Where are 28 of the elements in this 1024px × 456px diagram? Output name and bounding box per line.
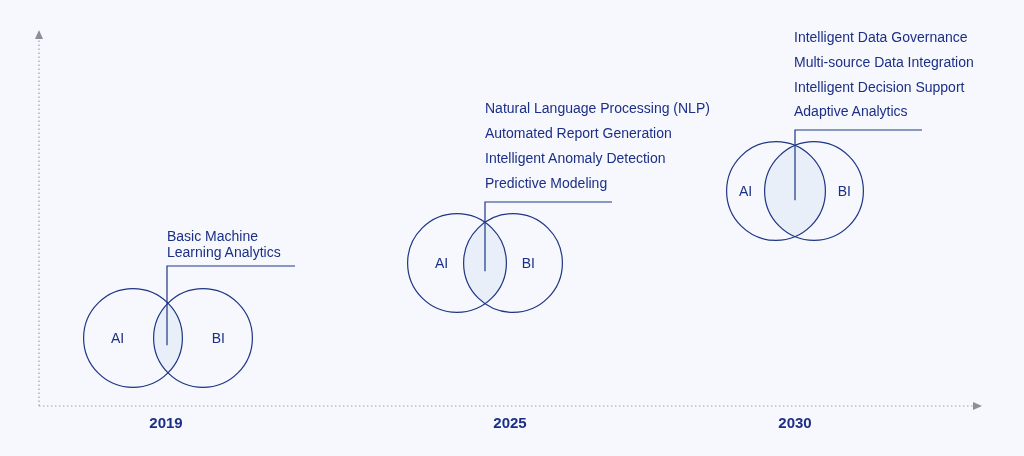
feature-label: Predictive Modeling [485,174,609,193]
circle-label: BI [521,255,535,271]
circle-label: BI [837,183,851,199]
overlap-region [764,144,826,238]
feature-label: Automated Report Generation [485,124,673,143]
overlap-region [463,221,507,305]
feature-label: Intelligent Decision Support [794,77,966,97]
circle-label: BI [211,330,225,346]
venn-circle [83,288,183,388]
feature-label: Intelligent Data Governance [794,28,969,48]
circle-label: AI [111,330,125,346]
venn-circle [764,141,864,241]
venn-circle [407,213,507,313]
circle-label: AI [435,255,449,271]
circle-label: AI [739,183,753,199]
venn-circle [726,141,826,241]
year-label: 2030 [778,414,812,431]
feature-label: Intelligent Anomaly Detection [485,149,667,168]
feature-label: Adaptive Analytics [794,102,909,122]
overlap-region [153,302,183,374]
feature-label: Basic Machine Learning Analytics [167,228,282,260]
year-label: 2025 [493,414,527,431]
feature-label: Natural Language Processing (NLP) [485,99,710,118]
venn-circle [463,213,563,313]
leader-line [794,129,923,201]
venn-circle [153,288,253,388]
feature-label: Multi-source Data Integration [794,52,974,72]
year-label: 2019 [149,414,183,431]
